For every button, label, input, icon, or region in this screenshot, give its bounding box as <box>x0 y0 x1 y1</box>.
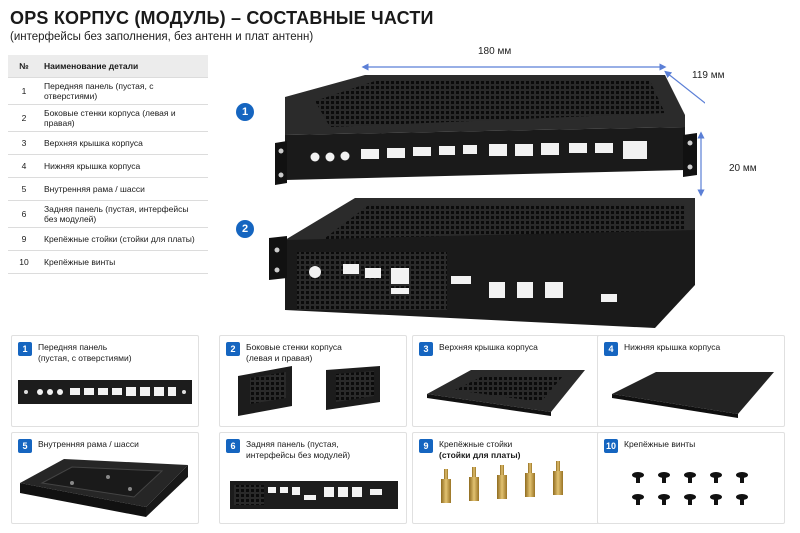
screw-icon <box>632 472 644 483</box>
card-number-badge: 10 <box>604 439 618 453</box>
page-subtitle: (интерфейсы без заполнения, без антенн и… <box>10 31 314 43</box>
card-number-badge: 5 <box>18 439 32 453</box>
row-name: Нижняя крышка корпуса <box>40 154 208 178</box>
assembled-case-rear-view <box>269 198 695 328</box>
row-name: Боковые стенки корпуса (левая и правая) <box>40 104 208 132</box>
row-number: 5 <box>8 177 40 201</box>
card-inner-chassis: 5 Внутренняя рама / шасси <box>11 432 199 524</box>
screw-icon <box>658 494 670 505</box>
card-bottom-cover: 4 Нижняя крышка корпуса <box>597 335 785 427</box>
card-rear-panel: 6 Задняя панель (пустая,интерфейсы без м… <box>219 432 407 524</box>
view-2-badge: 2 <box>236 220 254 238</box>
row-name: Крепёжные стойки (стойки для платы) <box>40 227 208 251</box>
card-title: Передняя панель <box>38 342 108 352</box>
col-name-header: Наименование детали <box>40 55 208 78</box>
standoff-icon <box>525 463 535 497</box>
width-dimension: 180 мм <box>478 46 512 57</box>
card-subtitle: (левая и правая) <box>246 353 313 363</box>
card-title: Нижняя крышка корпуса <box>624 342 721 352</box>
card-title: Крепёжные винты <box>624 439 696 449</box>
row-number: 9 <box>8 227 40 251</box>
card-number-badge: 4 <box>604 342 618 356</box>
screw-icon <box>710 472 722 483</box>
row-number: 3 <box>8 131 40 155</box>
screw-icon <box>684 472 696 483</box>
card-title: Задняя панель (пустая, <box>246 439 339 449</box>
card-title: Внутренняя рама / шасси <box>38 439 139 449</box>
card-top-cover: 3 Верхняя крышка корпуса <box>412 335 600 427</box>
card-number-badge: 6 <box>226 439 240 453</box>
side-walls-illustration <box>238 366 380 416</box>
row-number: 1 <box>8 77 40 105</box>
card-standoffs: 9 Крепёжные стойки(стойки для платы) <box>412 432 600 524</box>
front-panel-illustration <box>18 380 192 404</box>
row-name: Верхняя крышка корпуса <box>40 131 208 155</box>
card-subtitle: (стойки для платы) <box>439 450 521 460</box>
row-name: Внутренняя рама / шасси <box>40 177 208 201</box>
view-1-badge: 1 <box>236 103 254 121</box>
card-subtitle: интерфейсы без модулей) <box>246 450 351 460</box>
bottom-cover-illustration <box>612 372 774 418</box>
card-side-walls: 2 Боковые стенки корпуса(левая и правая) <box>219 335 407 427</box>
card-subtitle: (пустая, с отверстиями) <box>38 353 132 363</box>
depth-dimension: 119 мм <box>692 70 725 81</box>
assembled-case-front-view <box>275 63 705 197</box>
screw-icon <box>736 494 748 505</box>
card-screws: 10 Крепёжные винты <box>597 432 785 524</box>
height-dimension: 20 мм <box>729 163 757 174</box>
screws-illustration <box>632 472 748 505</box>
standoffs-illustration <box>441 461 563 503</box>
row-number: 4 <box>8 154 40 178</box>
standoff-icon <box>553 461 563 495</box>
card-title: Крепёжные стойки <box>439 439 513 449</box>
card-number-badge: 2 <box>226 342 240 356</box>
table-header-row: № Наименование детали <box>8 55 208 78</box>
row-name: Крепёжные винты <box>40 250 208 274</box>
row-number: 6 <box>8 200 40 228</box>
screw-icon <box>684 494 696 505</box>
standoff-icon <box>469 467 479 501</box>
card-number-badge: 1 <box>18 342 32 356</box>
card-title: Боковые стенки корпуса <box>246 342 342 352</box>
card-number-badge: 9 <box>419 439 433 453</box>
card-front-panel: 1 Передняя панель(пустая, с отверстиями) <box>11 335 199 427</box>
page-title: OPS КОРПУС (МОДУЛЬ) – СОСТАВНЫЕ ЧАСТИ <box>10 8 434 28</box>
screw-icon <box>632 494 644 505</box>
standoff-icon <box>441 469 451 503</box>
screw-icon <box>658 472 670 483</box>
inner-chassis-illustration <box>20 459 188 517</box>
card-title: Верхняя крышка корпуса <box>439 342 538 352</box>
rear-panel-illustration <box>230 481 398 509</box>
card-number-badge: 3 <box>419 342 433 356</box>
screw-icon <box>736 472 748 483</box>
row-number: 10 <box>8 250 40 274</box>
standoff-icon <box>497 465 507 499</box>
col-number-header: № <box>8 55 40 78</box>
screw-icon <box>710 494 722 505</box>
row-name: Передняя панель (пустая, с отверстиями) <box>40 77 208 105</box>
row-number: 2 <box>8 104 40 132</box>
row-name: Задняя панель (пустая, интерфейсы без мо… <box>40 200 208 228</box>
top-cover-illustration <box>427 370 585 416</box>
